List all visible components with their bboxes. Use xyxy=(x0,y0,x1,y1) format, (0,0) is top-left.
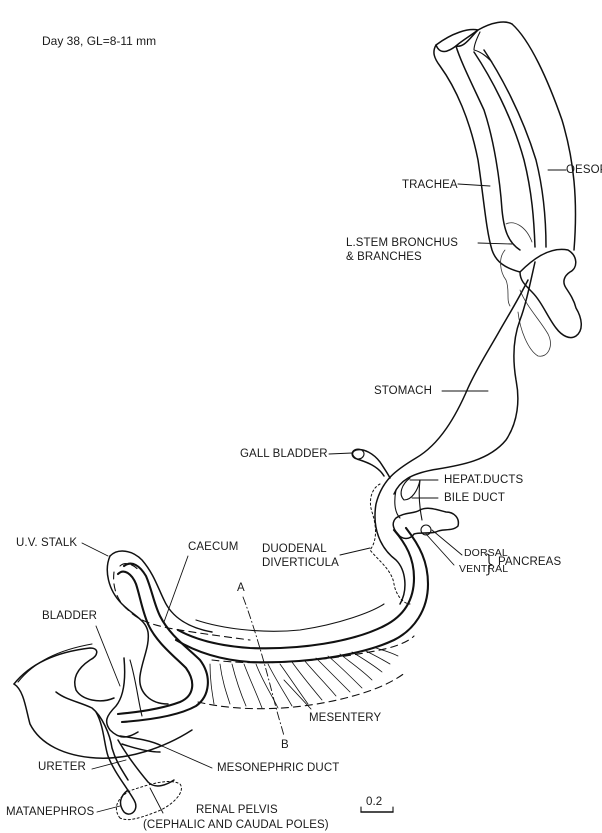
label-caecum: CAECUM xyxy=(188,541,239,553)
label-duodenal-1: DUODENAL xyxy=(262,543,327,555)
label-stem-bronchus-1: L.STEM BRONCHUS xyxy=(346,237,459,249)
label-dorsal: DORSAL xyxy=(464,547,508,559)
label-bladder: BLADDER xyxy=(42,610,98,622)
label-stomach: STOMACH xyxy=(374,385,432,397)
label-oesoph: OESOPH xyxy=(566,164,602,176)
label-section-a: A xyxy=(237,582,245,594)
label-hepat-ducts: HEPAT.DUCTS xyxy=(444,474,524,486)
label-bile-duct: BILE DUCT xyxy=(444,492,505,504)
midgut-loop-drawing xyxy=(106,550,415,737)
label-trachea: TRACHEA xyxy=(402,179,458,191)
label-mesonephric-duct: MESONEPHRIC DUCT xyxy=(217,762,340,774)
label-duodenal-2: DIVERTICULA xyxy=(262,557,339,569)
scale-bar xyxy=(360,806,394,813)
label-section-b: B xyxy=(281,739,289,751)
label-gall-bladder: GALL BLADDER xyxy=(240,448,328,460)
label-mesentery: MESENTERY xyxy=(309,712,382,724)
scale-bar-label: 0.2 xyxy=(366,796,383,808)
label-uv-stalk: U.V. STALK xyxy=(16,537,78,549)
label-ureter: URETER xyxy=(38,761,86,773)
pancreas-brace-icon: } xyxy=(482,550,498,578)
stomach-drawing xyxy=(174,261,536,664)
urogenital-drawing xyxy=(13,643,193,821)
oesophagus-trachea-drawing xyxy=(433,21,582,357)
label-renal-pelvis-1: RENAL PELVIS xyxy=(196,804,278,816)
stage-title: Day 38, GL=8-11 mm xyxy=(42,34,157,48)
label-renal-pelvis-2: (CEPHALIC AND CAUDAL POLES) xyxy=(143,819,329,831)
leader-lines xyxy=(81,169,567,814)
label-pancreas: PANCREAS xyxy=(498,556,562,568)
label-stem-bronchus-2: & BRANCHES xyxy=(346,251,422,263)
label-metanephros: MATANEPHROS xyxy=(6,806,95,818)
label-ventral: VENTRAL xyxy=(459,563,509,575)
